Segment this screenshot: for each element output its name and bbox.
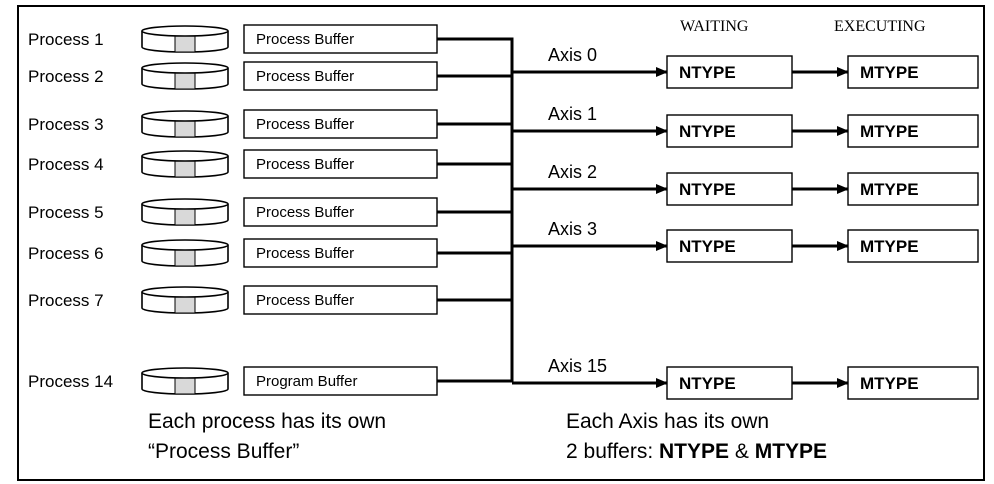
ntype-label: NTYPE bbox=[679, 180, 736, 199]
mtype-box bbox=[847, 55, 979, 89]
ntype-label: NTYPE bbox=[679, 237, 736, 256]
caption-right-prefix: 2 buffers: bbox=[566, 440, 659, 463]
process-label: Process 7 bbox=[28, 291, 104, 310]
mtype-box bbox=[847, 366, 979, 400]
disk-icon bbox=[141, 150, 229, 178]
buffer-box bbox=[243, 149, 438, 179]
axis-label: Axis 2 bbox=[548, 162, 597, 182]
ntype-label: NTYPE bbox=[679, 63, 736, 82]
axis-row: Axis 0 NTYPE MTYPE bbox=[512, 45, 979, 89]
waiting-column-header: WAITING bbox=[680, 18, 749, 35]
mtype-label: MTYPE bbox=[860, 122, 919, 141]
disk-icon bbox=[141, 25, 229, 53]
caption-mtype: MTYPE bbox=[755, 440, 827, 463]
process-label: Process 3 bbox=[28, 115, 104, 134]
axis-label: Axis 15 bbox=[548, 356, 607, 376]
disk-icon bbox=[141, 239, 229, 267]
caption-amp: & bbox=[729, 440, 755, 463]
buffer-box bbox=[243, 197, 438, 227]
process-row: Process 2 Process Buffer bbox=[28, 61, 512, 91]
ntype-box bbox=[666, 55, 793, 89]
buffer-label: Program Buffer bbox=[256, 373, 357, 390]
process-row: Process 6 Process Buffer bbox=[28, 238, 512, 268]
axis-label: Axis 0 bbox=[548, 45, 597, 65]
ntype-box bbox=[666, 229, 793, 263]
axis-row: Axis 2 NTYPE MTYPE bbox=[512, 162, 979, 206]
caption-left-line1: Each process has its own bbox=[148, 410, 386, 433]
mtype-box bbox=[847, 114, 979, 148]
buffer-label: Process Buffer bbox=[256, 292, 354, 309]
axis-row: Axis 15 NTYPE MTYPE bbox=[512, 356, 979, 400]
buffer-label: Process Buffer bbox=[256, 116, 354, 133]
executing-column-header: EXECUTING bbox=[834, 18, 926, 35]
buffer-box bbox=[243, 61, 438, 91]
process-row: Process 1 Process Buffer bbox=[28, 24, 512, 54]
diagram-frame bbox=[17, 5, 985, 481]
buffer-box bbox=[243, 24, 438, 54]
disk-icon bbox=[141, 367, 229, 395]
buffer-label: Process Buffer bbox=[256, 31, 354, 48]
process-label: Process 14 bbox=[28, 372, 113, 391]
buffer-box bbox=[243, 285, 438, 315]
axis-label: Axis 3 bbox=[548, 219, 597, 239]
disk-icon bbox=[141, 286, 229, 314]
buffer-label: Process Buffer bbox=[256, 156, 354, 173]
mtype-label: MTYPE bbox=[860, 374, 919, 393]
caption-left-line2: “Process Buffer” bbox=[148, 440, 299, 463]
process-row: Process 4 Process Buffer bbox=[28, 149, 512, 179]
process-row: Process 14 Program Buffer bbox=[28, 366, 512, 396]
mtype-label: MTYPE bbox=[860, 237, 919, 256]
axis-list: Axis 0 NTYPE MTYPE Axis 1 NTYPE MTYPE Axis 2 NT… bbox=[512, 45, 979, 400]
ntype-box bbox=[666, 366, 793, 400]
process-label: Process 5 bbox=[28, 203, 104, 222]
caption-right-line1: Each Axis has its own bbox=[566, 410, 769, 433]
mtype-box bbox=[847, 172, 979, 206]
process-row: Process 5 Process Buffer bbox=[28, 197, 512, 227]
process-row: Process 3 Process Buffer bbox=[28, 109, 512, 139]
buffer-label: Process Buffer bbox=[256, 68, 354, 85]
axis-row: Axis 3 NTYPE MTYPE bbox=[512, 219, 979, 263]
axis-row: Axis 1 NTYPE MTYPE bbox=[512, 104, 979, 148]
process-label: Process 6 bbox=[28, 244, 104, 263]
mtype-label: MTYPE bbox=[860, 63, 919, 82]
process-row: Process 7 Process Buffer bbox=[28, 285, 512, 315]
ntype-label: NTYPE bbox=[679, 374, 736, 393]
process-label: Process 2 bbox=[28, 67, 104, 86]
process-label: Process 1 bbox=[28, 30, 104, 49]
ntype-label: NTYPE bbox=[679, 122, 736, 141]
disk-icon bbox=[141, 198, 229, 226]
caption-ntype: NTYPE bbox=[659, 440, 729, 463]
process-label: Process 4 bbox=[28, 155, 104, 174]
buffer-label: Process Buffer bbox=[256, 204, 354, 221]
buffer-box bbox=[243, 366, 438, 396]
buffer-label: Process Buffer bbox=[256, 245, 354, 262]
mtype-box bbox=[847, 229, 979, 263]
disk-icon bbox=[141, 110, 229, 138]
mtype-label: MTYPE bbox=[860, 180, 919, 199]
disk-icon bbox=[141, 62, 229, 90]
caption-right-line2: 2 buffers: NTYPE & MTYPE bbox=[566, 440, 827, 463]
axis-label: Axis 1 bbox=[548, 104, 597, 124]
